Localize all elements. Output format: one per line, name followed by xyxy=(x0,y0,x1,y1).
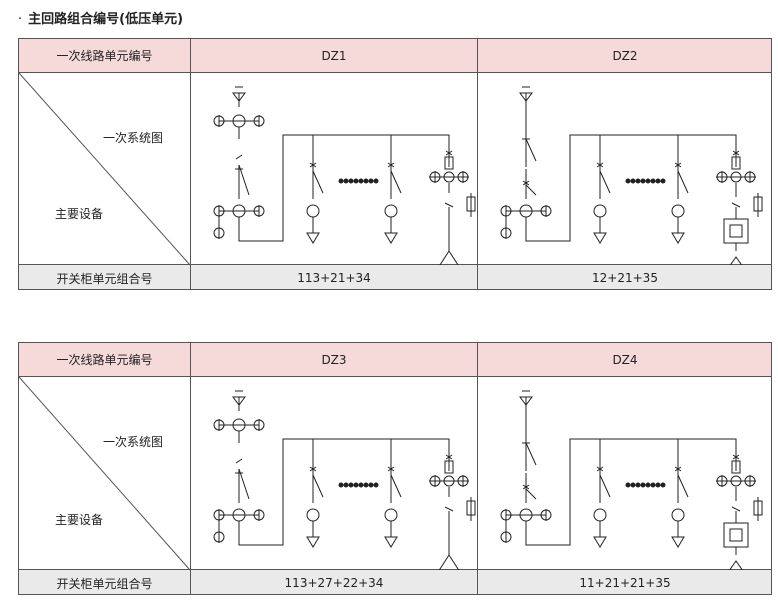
unit-code: DZ4 xyxy=(612,352,638,367)
column-divider xyxy=(190,39,191,289)
schematic-diagram xyxy=(213,86,476,265)
title-text: 主回路组合编号(低压单元) xyxy=(28,12,184,27)
diagram-label: 一次系统图 xyxy=(103,435,164,449)
page-title: · 主回路组合编号(低压单元) xyxy=(18,8,183,27)
header-label: 一次线路单元编号 xyxy=(56,353,153,367)
combination-table-2: 一次线路单元编号 DZ3 DZ4 一次系统图 主要设备 开关柜单元组合号 113… xyxy=(18,342,772,595)
header-label: 一次线路单元编号 xyxy=(56,49,153,63)
unit-code: DZ3 xyxy=(321,352,347,367)
unit-combination: 113+21+34 xyxy=(297,271,371,285)
equipment-label: 主要设备 xyxy=(55,513,104,527)
table-footer-row xyxy=(19,569,771,594)
column-divider xyxy=(190,343,191,594)
unit-code: DZ2 xyxy=(612,48,638,63)
footer-label: 开关柜单元组合号 xyxy=(56,271,153,286)
column-divider xyxy=(477,39,478,289)
unit-combination: 113+27+22+34 xyxy=(284,576,384,590)
unit-combination: 11+21+21+35 xyxy=(579,576,671,590)
unit-code: DZ1 xyxy=(321,48,347,63)
table-footer-row xyxy=(19,264,771,289)
column-divider xyxy=(477,343,478,594)
diagonal-divider xyxy=(19,376,191,571)
schematic-diagram xyxy=(500,86,763,265)
table-header-row xyxy=(19,343,771,377)
footer-label: 开关柜单元组合号 xyxy=(56,576,153,591)
unit-combination: 12+21+35 xyxy=(592,271,658,285)
schematic-diagram xyxy=(500,390,763,570)
schematic-diagram xyxy=(213,390,476,570)
equipment-label: 主要设备 xyxy=(55,207,104,221)
table-header-row xyxy=(19,39,771,73)
diagonal-divider xyxy=(19,72,191,266)
combination-table-1: 一次线路单元编号 DZ1 DZ2 一次系统图 主要设备 开关柜单元组合号 113… xyxy=(18,38,772,290)
title-bullet: · xyxy=(18,12,23,27)
diagram-label: 一次系统图 xyxy=(103,131,164,145)
